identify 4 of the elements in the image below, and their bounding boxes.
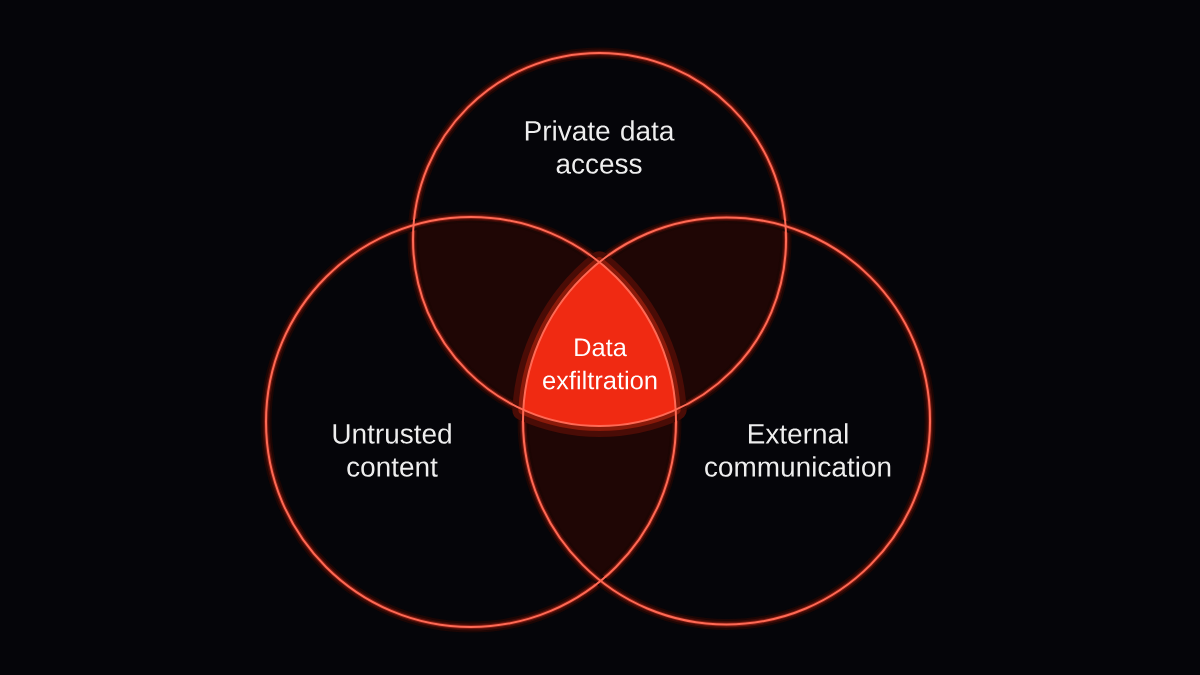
circle-label: Untrusted content — [333, 423, 451, 477]
region-label: Data exfiltration — [543, 338, 657, 390]
circle-label: Private data access — [525, 120, 675, 174]
circle-label: External communication — [705, 423, 891, 477]
